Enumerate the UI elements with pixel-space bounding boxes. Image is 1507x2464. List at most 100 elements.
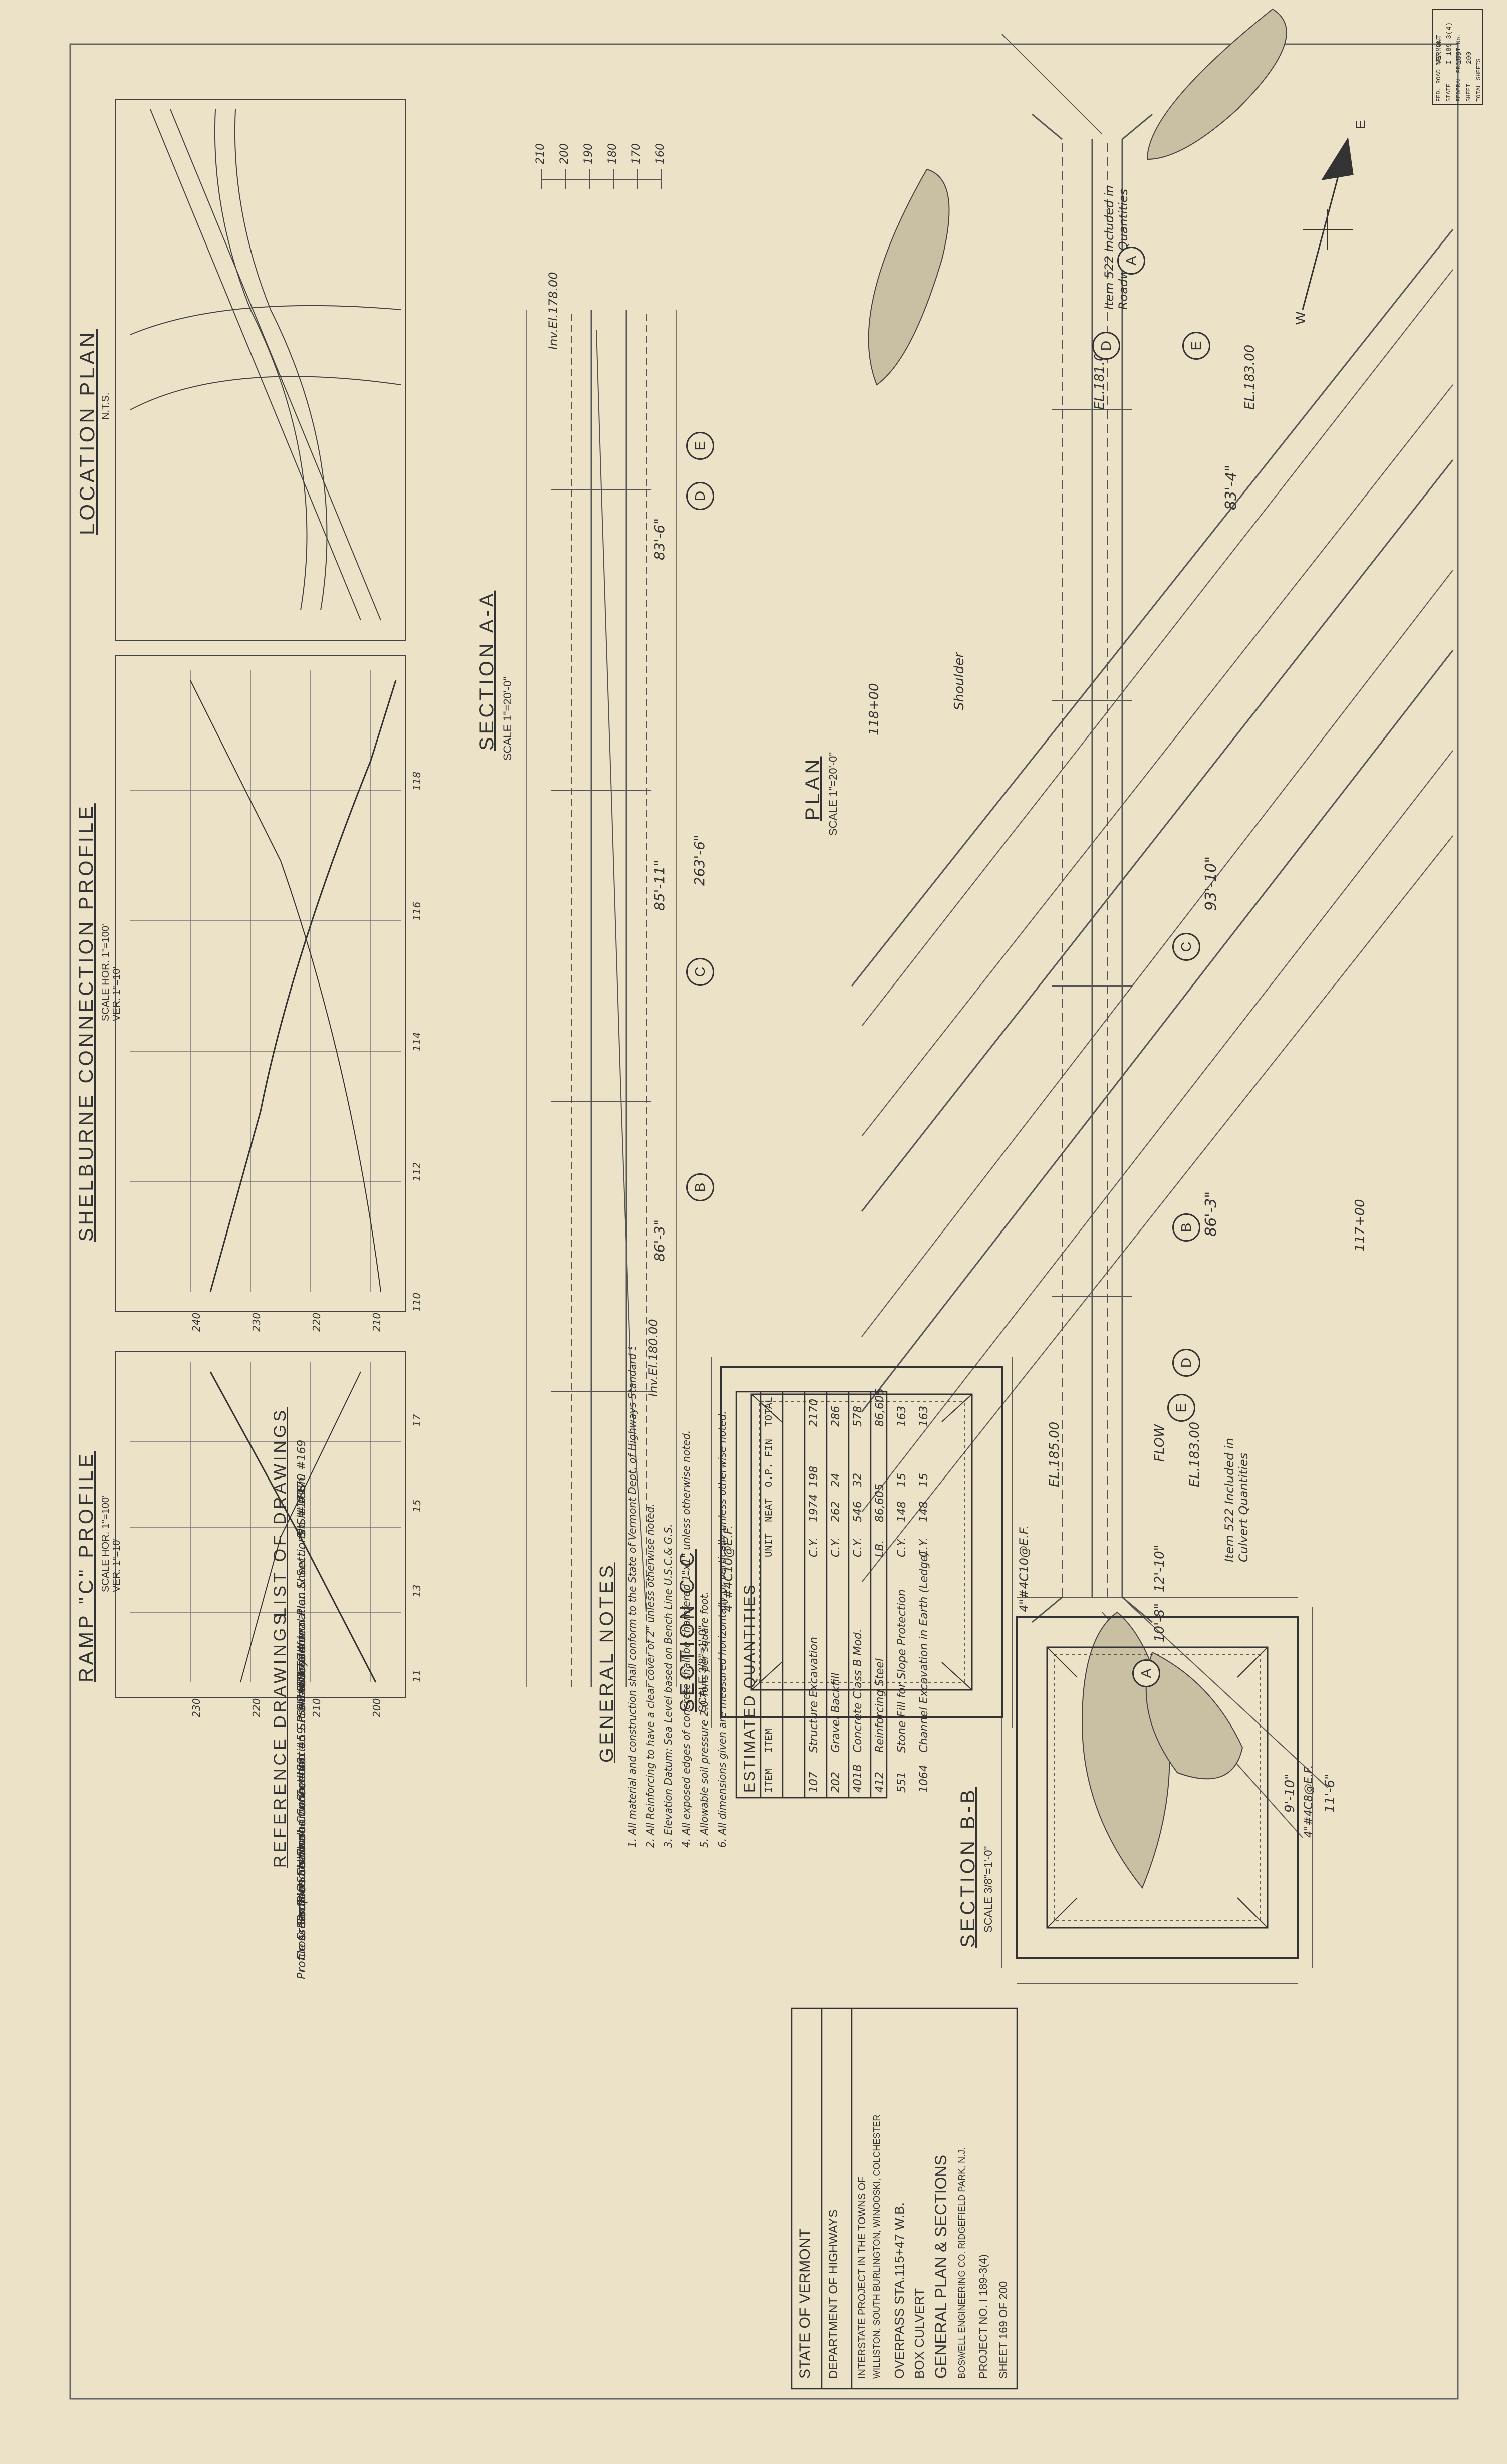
plan-sta1: 118+00 [867, 683, 882, 736]
section-bb-box [1001, 1597, 1313, 1984]
references-title: REFERENCE DRAWINGS [271, 1611, 290, 1868]
note-item: 2. All Reinforcing to have a clear cover… [644, 1503, 656, 1848]
aa-tick-2: 190 [582, 143, 595, 164]
section-aa-len4: 86'-3" [651, 1219, 668, 1262]
table-cell: 163 [896, 1406, 908, 1427]
shelburne-scale2: VER. 1"=10' [111, 966, 122, 1021]
section-bb-title: SECTION B-B [957, 1787, 979, 1948]
header-state: VERMONT [1435, 35, 1443, 64]
table-cell: 262 [830, 1501, 842, 1522]
section-aa-lines [526, 169, 677, 1687]
plan-shoulder: Shoulder [952, 652, 967, 710]
section-aa-len2: 83'-6" [651, 518, 668, 560]
tb-project2: WILLISTON, SOUTH BURLINGTON, WINOOSKI, C… [872, 2114, 882, 2379]
marker-e-top: E [1182, 332, 1210, 360]
shelburne-y-tick: 230 [250, 1312, 263, 1332]
plan-el-right1: EL.185.00 [1047, 1421, 1062, 1487]
shelburne-x-tick: 116 [411, 901, 423, 921]
table-cell: C.Y. [830, 1537, 842, 1557]
marker-d-top: D [1092, 332, 1120, 360]
location-plan-title: LOCATION PLAN [75, 329, 99, 535]
table-header: TOTAL [764, 1396, 775, 1427]
shelburne-x-tick: 112 [411, 1162, 423, 1181]
marker-d-plan: D [1172, 1349, 1200, 1377]
location-plan-scale: N.T.S. [100, 392, 111, 420]
note-item: 4. All exposed edges of concrete shall b… [680, 1430, 692, 1848]
shelburne-y-tick: 220 [311, 1312, 323, 1332]
shelburne-scale1: SCALE HOR. 1"=100' [100, 924, 111, 1021]
ramp-x-tick: 15 [411, 1499, 423, 1512]
tb-firm: BOSWELL ENGINEERING CO. RIDGEFIELD PARK,… [957, 2147, 967, 2379]
table-cell: 551 [896, 1772, 908, 1793]
plan-item-top: Item 522 Included in Roadway Quantities [1102, 185, 1130, 310]
ramp-x-tick: 11 [411, 1669, 423, 1682]
table-cell: 24 [830, 1473, 842, 1487]
table-cell: 1064 [918, 1765, 930, 1793]
tb-title: GENERAL PLAN & SECTIONS [932, 2155, 950, 2379]
table-cell: C.Y. [918, 1537, 930, 1557]
note-item: 6. All dimensions given are measured hor… [716, 1411, 728, 1848]
plan-el-top: EL.183.00 [1242, 344, 1258, 410]
header-col5: TOTAL SHEETS [1475, 58, 1482, 102]
table-cell: 2170 [808, 1399, 820, 1427]
tb-project-no: PROJECT NO. I 189-3(4) [977, 2254, 989, 2379]
table-cell: 578 [852, 1406, 864, 1427]
table-cell: 15 [896, 1473, 908, 1487]
north-w-label: W [1293, 311, 1308, 325]
table-cell: Gravel Backfill [830, 1672, 842, 1753]
header-col3: FEDERAL PROJECT No. [1455, 33, 1462, 102]
table-cell: 86,605 [874, 1484, 886, 1522]
table-cell: 107 [808, 1772, 820, 1793]
table-cell: Channel Excavation in Earth (Ledge) [918, 1551, 930, 1753]
ramp-c-profile-grid [115, 1351, 406, 1698]
table-header: O.P. [764, 1462, 775, 1487]
north-arrow [1302, 137, 1354, 310]
section-bb-w-inner: 9'-10" [1283, 1773, 1298, 1813]
reference-item: Profile & Ramp C ...................... … [296, 1757, 308, 1979]
section-bb-scale: SCALE 3/8"=1'-0" [982, 1846, 994, 1933]
aa-tick-0: 210 [534, 143, 547, 164]
table-cell: 286 [830, 1406, 842, 1427]
marker-c-aa: C [686, 958, 714, 986]
aa-tick-1: 200 [558, 143, 571, 164]
header-col2: STATE [1445, 83, 1452, 102]
header-sheet: 169 [1455, 51, 1463, 64]
plan-dim3: 86'-3" [1202, 1191, 1220, 1237]
plan-dim2: 93'-10" [1202, 856, 1220, 911]
marker-b-plan: B [1172, 1213, 1200, 1242]
notes-title: GENERAL NOTES [596, 1562, 617, 1763]
table-cell: 86,605 [874, 1388, 886, 1427]
tb-project1: INTERSTATE PROJECT IN THE TOWNS OF [857, 2176, 868, 2379]
table-cell: LB. [874, 1540, 886, 1557]
header-total: 200 [1465, 51, 1473, 64]
table-cell: 148 [896, 1501, 908, 1522]
plan-sta2: 117+00 [1353, 1199, 1368, 1252]
table-header: ITEM [764, 1768, 775, 1793]
table-header: FIN [764, 1438, 775, 1457]
shelburne-profile-title: SHELBURNE CONNECTION PROFILE [75, 803, 97, 1242]
table-cell: 1974 [808, 1494, 820, 1522]
table-cell: C.Y. [808, 1537, 820, 1557]
plan-item-right: Item 522 Included in Culvert Quantities [1222, 1438, 1250, 1562]
marker-a-plan: A [1132, 1659, 1160, 1687]
aa-tick-5: 160 [654, 143, 667, 164]
section-bb-w-outer: 11'-6" [1323, 1773, 1338, 1813]
section-bb-dim-top: 4"#4C8@E.F. [1303, 1765, 1315, 1838]
north-e-label: E [1353, 120, 1368, 129]
note-item: 5. Allowable soil pressure 2.0 Tons per … [698, 1591, 710, 1848]
drawings-title: LIST OF DRAWINGS [271, 1407, 290, 1617]
section-aa-el-left: Inv.El.178.00 [546, 272, 560, 350]
ramp-y-tick: 200 [371, 1698, 383, 1717]
aa-tick-3: 180 [606, 143, 619, 164]
marker-b-aa: B [686, 1173, 714, 1201]
title-block-lines [791, 2007, 1018, 2390]
ramp-y-tick: 220 [250, 1698, 263, 1717]
table-cell: 32 [852, 1473, 864, 1487]
location-plan-sketch [115, 99, 406, 641]
shelburne-profile-grid [115, 655, 406, 1312]
ramp-profile-title: RAMP "C" PROFILE [75, 1451, 97, 1682]
table-cell: Stone Fill for Slope Protection [896, 1589, 908, 1753]
tb-state: STATE OF VERMONT [797, 2228, 813, 2379]
section-cc-box [711, 1357, 1013, 1728]
